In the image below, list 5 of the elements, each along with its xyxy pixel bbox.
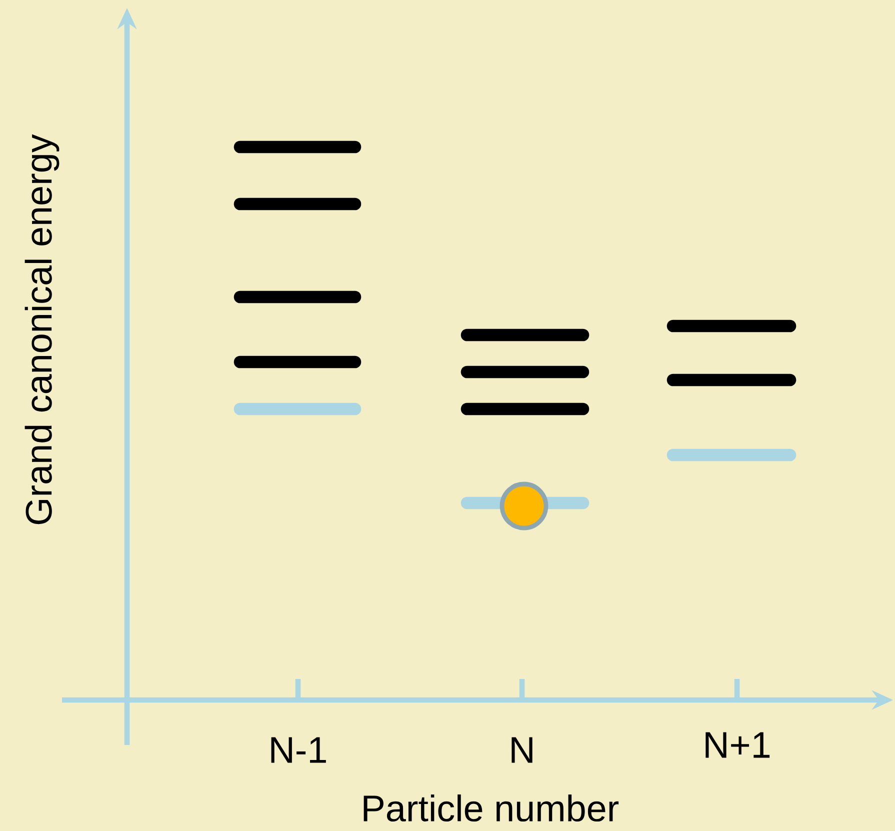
tick-label: N-1	[271, 737, 326, 763]
tick-label: N+1	[706, 732, 770, 758]
axis-label: Grand canonical energy	[24, 134, 60, 524]
tick-label: N	[512, 737, 532, 763]
axis-label: Particle number	[364, 794, 619, 822]
